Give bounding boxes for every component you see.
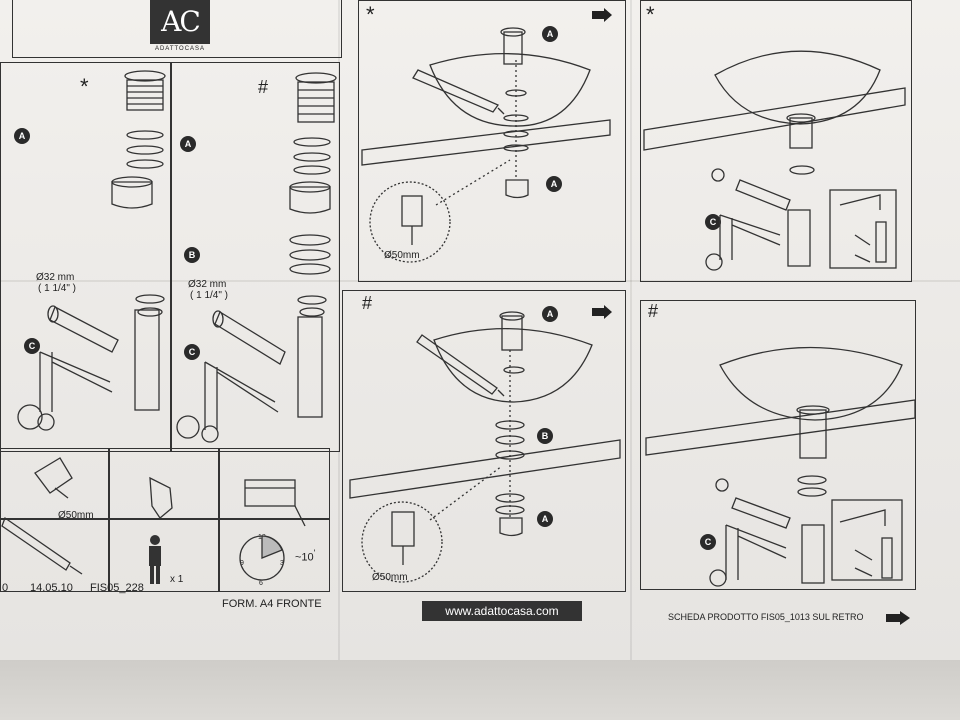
step-panel-4 <box>640 300 916 590</box>
badge-c: C <box>184 344 200 360</box>
clock-3: 3 <box>280 560 284 567</box>
retro-arrow-icon <box>886 611 910 625</box>
badge-a: A <box>180 136 196 152</box>
step4-illustration <box>645 346 916 587</box>
pipe-inch-label: ( 1 1/4" ) <box>38 283 77 294</box>
step-panel-2 <box>640 0 912 282</box>
next-arrow-icon <box>592 305 612 319</box>
footer-form: FORM. A4 FRONTE <box>222 598 322 610</box>
desk-surface <box>0 660 960 720</box>
footer-date: 14.05.10 <box>30 582 73 594</box>
badge-c: C <box>24 338 40 354</box>
badge-c: C <box>700 534 716 550</box>
step3-illustration <box>349 311 621 583</box>
marker-star: * <box>80 74 89 99</box>
badge-a: A <box>542 306 558 322</box>
hole-saw-label: Ø50mm <box>372 572 408 583</box>
step2-illustration <box>643 50 906 271</box>
marker-hash: # <box>648 301 659 321</box>
marker-star: * <box>366 2 375 27</box>
tools-panel <box>0 448 330 592</box>
persons-label: x 1 <box>170 574 184 585</box>
clock-9: 9 <box>240 560 244 567</box>
tools-divider <box>108 448 110 592</box>
product-sheet-note: SCHEDA PRODOTTO FIS05_1013 SUL RETRO <box>668 612 864 622</box>
parts-illustration <box>17 70 337 443</box>
marker-hash: # <box>258 77 269 97</box>
pipe-inch-label: ( 1 1/4" ) <box>190 290 229 301</box>
parts-divider <box>170 62 172 452</box>
footer-code: FIS05_228 <box>90 582 144 594</box>
badge-c: C <box>705 214 721 230</box>
step-panel-3 <box>342 290 626 592</box>
badge-b: B <box>537 428 553 444</box>
step-panel-1 <box>358 0 626 282</box>
paper-fold <box>630 0 632 660</box>
next-arrow-icon <box>592 8 612 22</box>
badge-a: A <box>14 128 30 144</box>
badge-a: A <box>542 26 558 42</box>
pipe-diameter-label: Ø32 mm <box>188 279 227 290</box>
logo-text: ADATTOCASA <box>154 46 206 52</box>
marker-hash: # <box>362 293 373 313</box>
website-url: www.adattocasa.com <box>422 601 582 621</box>
marker-star: * <box>646 2 655 27</box>
tools-divider <box>0 518 330 520</box>
badge-a: A <box>537 511 553 527</box>
step1-illustration <box>361 27 611 263</box>
tools-divider <box>218 448 220 592</box>
tools-illustration <box>1 457 306 584</box>
badge-a: A <box>546 176 562 192</box>
time-label: ~10' <box>295 548 316 564</box>
brand-logo: AC ADATTOCASA <box>150 0 210 56</box>
clock-6: 6 <box>259 580 263 587</box>
header-box <box>12 0 342 58</box>
logo-mark: AC <box>150 0 210 44</box>
footer-left-code: 0 <box>2 582 9 594</box>
instruction-sheet: AC ADATTOCASA * # A A B C C Ø32 mm ( 1 1… <box>0 0 960 665</box>
hole-saw-label: Ø50mm <box>58 510 94 521</box>
badge-b: B <box>184 247 200 263</box>
pipe-diameter-label: Ø32 mm <box>36 272 75 283</box>
hole-saw-label: Ø50mm <box>384 250 420 261</box>
